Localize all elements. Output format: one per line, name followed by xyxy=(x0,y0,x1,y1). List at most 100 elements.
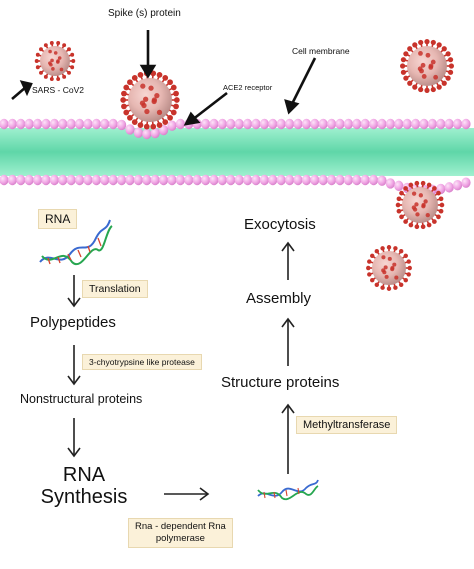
lipid-head xyxy=(285,174,295,186)
lipid-head xyxy=(58,174,68,186)
lipid-head xyxy=(24,174,34,186)
membrane-arrow xyxy=(290,57,317,105)
rna-polymerase-line-1: Rna - dependent Rna xyxy=(135,521,226,532)
rna-strand-icon-2 xyxy=(257,479,319,501)
lipid-head xyxy=(335,118,345,130)
spike-arrowhead xyxy=(139,64,157,79)
lipid-head xyxy=(41,118,51,130)
lipid-head xyxy=(444,118,454,130)
lipid-head xyxy=(201,118,211,130)
arrowhead-nonstructural-synthesis xyxy=(67,447,81,458)
lipid-head xyxy=(209,118,219,130)
arrowhead-polypeptides-nonstructural xyxy=(67,375,81,386)
ace2-arrowhead xyxy=(183,111,201,126)
lipid-head xyxy=(461,118,471,130)
virus-attached xyxy=(120,70,180,130)
lipid-head xyxy=(83,174,93,186)
label-arrows xyxy=(11,30,317,126)
methyltransferase-label: Methyltransferase xyxy=(296,416,398,434)
lipid-head xyxy=(259,118,269,130)
lipid-head xyxy=(167,120,177,131)
lipid-head xyxy=(461,177,471,188)
membrane-core xyxy=(0,128,474,176)
lipid-head xyxy=(16,118,26,130)
lipid-head xyxy=(0,174,9,186)
virus-released xyxy=(366,245,412,291)
spike-protein-label: Spike (s) protein xyxy=(108,8,181,19)
lipid-head xyxy=(385,178,395,189)
translation-label: Translation xyxy=(82,280,148,298)
lipid-head xyxy=(276,118,286,130)
lipid-head xyxy=(100,174,110,186)
flow-arrows xyxy=(67,241,295,501)
lipid-head xyxy=(175,174,185,186)
lipid-head xyxy=(377,175,387,186)
lipid-head xyxy=(343,174,353,186)
lipid-head xyxy=(159,174,169,186)
lipid-head xyxy=(167,174,177,186)
rna-synthesis-label: RNA Synthesis xyxy=(24,464,144,508)
lipid-head xyxy=(411,118,421,130)
lipid-head xyxy=(150,127,160,139)
lipid-head xyxy=(142,174,152,186)
lipid-head xyxy=(335,174,345,186)
lipid-head xyxy=(394,118,404,130)
lipid-head xyxy=(453,118,463,130)
lipid-head xyxy=(33,118,43,130)
rna-label: RNA xyxy=(38,209,78,229)
lipid-head xyxy=(133,174,143,186)
rna-polymerase-line-2: polymerase xyxy=(155,533,205,544)
lipid-head xyxy=(150,174,160,186)
lipid-head xyxy=(7,174,18,186)
lipid-head xyxy=(377,118,387,130)
lipid-head xyxy=(192,174,202,186)
virus-exiting xyxy=(395,180,445,230)
lipid-head xyxy=(91,174,101,186)
lipid-head xyxy=(7,118,18,130)
lipid-head xyxy=(117,174,127,186)
lipid-head xyxy=(0,118,9,130)
structure-proteins-label: Structure proteins xyxy=(221,374,340,391)
arrowhead-assembly-exocytosis xyxy=(281,241,295,252)
rna-strand-icon xyxy=(39,219,113,266)
arrowhead-synthesis-rna xyxy=(199,487,210,501)
lipid-head xyxy=(226,174,236,186)
lipid-head xyxy=(268,174,278,186)
lipid-head xyxy=(201,174,211,186)
lipid-head xyxy=(352,174,362,186)
lipid-head xyxy=(453,180,463,191)
lipid-head xyxy=(49,174,60,186)
lipid-head xyxy=(259,174,269,186)
lipid-head xyxy=(75,174,85,186)
lipid-head xyxy=(293,118,303,130)
ace2-arrow xyxy=(191,91,228,122)
lipid-head xyxy=(49,118,60,130)
lipid-head xyxy=(427,118,437,130)
lipid-head xyxy=(234,174,244,186)
lipid-head xyxy=(360,174,370,186)
membrane-arrowhead xyxy=(284,99,300,115)
lipid-head xyxy=(385,118,395,130)
lipid-head xyxy=(66,118,76,130)
lipid-head xyxy=(75,118,85,130)
lipid-head xyxy=(310,118,320,130)
lipid-head xyxy=(251,118,261,130)
arrowhead-structure-assembly xyxy=(281,317,295,328)
lipid-head xyxy=(66,174,76,186)
lipid-head xyxy=(33,174,43,186)
lipid-head xyxy=(24,118,34,130)
sars-cov2-label: SARS - CoV2 xyxy=(32,85,84,95)
lipid-head xyxy=(142,128,152,140)
lipid-head xyxy=(83,118,93,130)
assembly-label: Assembly xyxy=(246,290,312,307)
lipid-head xyxy=(209,174,219,186)
lipid-head xyxy=(243,118,253,130)
lipid-head xyxy=(175,118,185,130)
cell-membrane-label: Cell membrane xyxy=(292,46,350,56)
lipid-head xyxy=(285,118,295,130)
lipid-head xyxy=(318,118,328,130)
lipid-head xyxy=(369,118,379,130)
lipid-head xyxy=(444,182,454,193)
lipid-head xyxy=(310,174,320,186)
lipid-head xyxy=(133,127,143,138)
